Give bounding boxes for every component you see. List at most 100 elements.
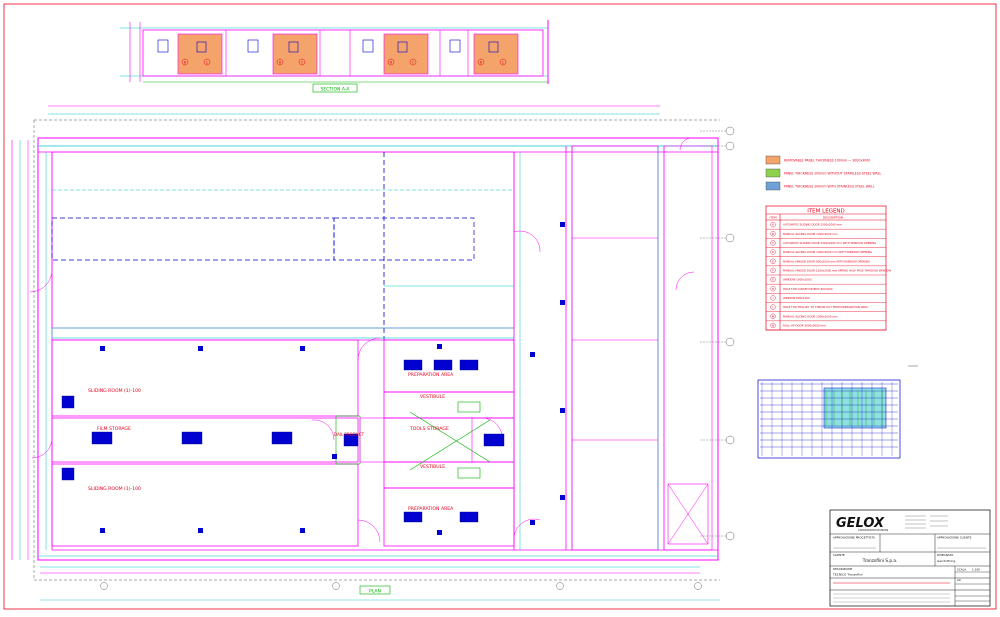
equipment-block [459,511,479,523]
section-label: SECTION A-A [321,87,351,93]
equipment-blocks [61,222,565,535]
section-tag-label: B [279,60,282,64]
panel-legend-label: PANEL THICKNESS 100mm WITH STAINLESS STE… [784,185,875,189]
legend-tag: L [772,305,774,309]
gelox-logo-sub: CLEAN ROOM DIVISION [858,528,888,532]
equipment-block [403,359,423,371]
equipment-block [403,511,423,523]
legend-description: MANUAL HINGED DOOR 1200x2000 mm SPRING H… [783,269,892,273]
grid-bubble [725,126,735,136]
key-plan [757,365,918,459]
section-tag-circle [387,58,395,66]
approval-right-label: APPROVAZIONE CLIENTE [937,536,972,540]
legend-description: HOLE FOR CONVEYOR BELT 600x600 [783,287,833,291]
equipment-block [61,467,75,481]
legend-tag-circle [770,286,776,292]
item-legend-col-item: ITEM [769,216,777,220]
approval-left-label: APPROVAZIONE PROGETTISTA [833,536,875,540]
section-panel-orange [473,33,519,75]
equipment-marker [560,222,565,227]
equipment-marker [300,346,305,351]
floor-plan: SLIDING ROOM (1)-100 FILM STORAGE SLIDIN… [11,105,735,601]
paper-frame [3,3,997,610]
section-tag-circle [477,58,485,66]
grid-bubble [725,337,735,347]
legend-tag: M [772,314,775,318]
panel-legend-label: PANEL THICKNESS 100mm WITHOUT STAINLESS … [784,172,881,176]
section-tag-circle [409,58,417,66]
legend-tag: D [772,250,774,254]
panel-legend: REMOVABLE PANEL THICKNESS 100mm — 3000x3… [765,155,881,191]
equipment-marker [437,344,442,349]
legend-tag-circle [770,240,776,246]
drawn-name: Gandolfi Ing. [937,559,956,563]
legend-tag-circle [770,258,776,264]
grid-bubble [725,435,735,445]
key-plan-lines [760,382,898,456]
plan-label: PLAN [369,589,381,595]
legend-tag: F [772,269,774,273]
legend-tag: H [772,287,774,291]
client-label: CLIENTE [833,553,845,557]
equipment-block [61,395,75,409]
legend-tag: I [773,296,774,300]
legend-tag-circle [770,221,776,228]
room-label: DAIL PRODUCT [334,432,365,437]
title-block: GELOX CLEAN ROOM DIVISION APPROVAZIONE P… [829,509,991,607]
legend-tag-circle [770,249,776,255]
equipment-marker [100,528,105,533]
panel-legend-swatch [765,155,781,165]
equipment-marker [437,530,442,535]
panel-legend-swatch [765,181,781,191]
legend-tag-circle [770,313,776,319]
equipment-marker [530,520,535,525]
legend-description: WINDOW 1000x1000 [783,278,812,282]
legend-tag: G [772,278,774,282]
legend-description: MANUAL SLIDING DOOR 1200x2000 mm [783,232,838,236]
project-label: DESCRIZIONE [833,567,852,571]
equipment-marker [530,352,535,357]
scale-label: SCALA [957,568,966,572]
legend-tag-circle [770,276,776,283]
legend-tag: A [772,223,774,227]
room-label: TOOLS STORAGE [409,426,449,432]
legend-tag: E [772,259,774,263]
grid-bubble [332,582,340,590]
section-tag-label: C [412,60,415,64]
room-label: SLIDING ROOM (1)-100 [88,388,141,394]
section-tag-label: C [301,60,304,64]
equipment-marker [560,408,565,413]
title-block-text-lines [833,515,986,603]
section-tag-label: C [206,60,209,64]
room-label: SLIDING ROOM (1)-100 [88,486,141,492]
section-tag-label: B [390,60,393,64]
grid-bubble [694,582,702,590]
section-panel-orange [177,33,223,75]
equipment-marker [332,454,337,459]
format-value: A0 [957,578,961,582]
room-label: PREPARATION AREA [408,372,454,378]
equipment-marker [560,495,565,500]
equipment-block [483,433,505,447]
grid-bubbles [100,126,735,590]
section-panel-orange [383,33,429,75]
equipment-block [459,359,479,371]
drawn-label: DISEGNATO [937,553,954,557]
room-label: PREPARATION AREA [408,506,454,512]
legend-description: MANUAL SLIDING DOOR 1000x2000 mm WITH WI… [783,250,872,254]
section-tag-circle [298,58,306,66]
room-label: VESTIBULE [420,394,445,400]
legend-description: AUTOMATIC SLIDING DOOR 1000x2000 mm WITH… [783,241,876,245]
legend-tag-circle [770,322,776,329]
section-tag-label: B [480,60,483,64]
legend-tag: C [772,241,774,245]
client-name: Tranzoflini S.p.a. [862,558,897,563]
legend-description: AUTOMATIC SLIDING DOOR 1500x2000 mm [783,223,842,227]
scale-value: 1:100 [972,568,980,572]
equipment-marker [198,346,203,351]
equipment-marker [100,346,105,351]
section-tag-circle [276,58,284,66]
legend-description: WINDOW 600x1000 [783,296,810,300]
